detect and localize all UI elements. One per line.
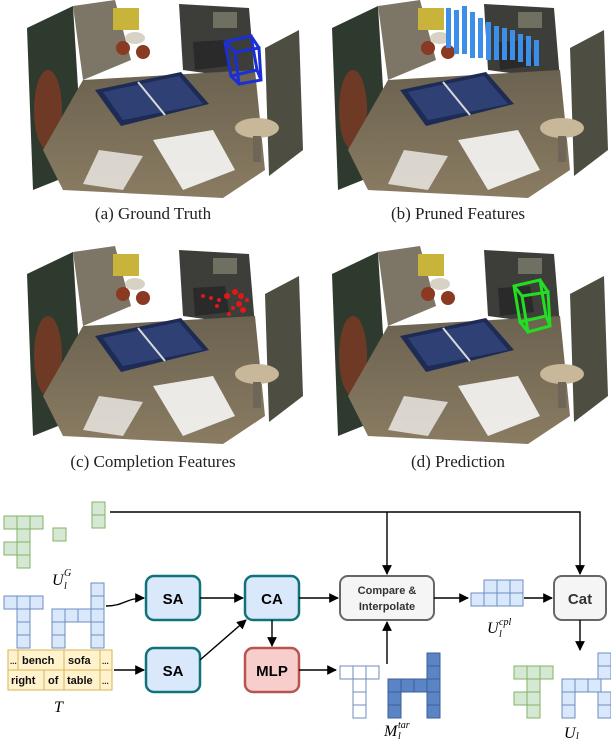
- ug-cells: [3, 501, 106, 569]
- completion-points: [201, 289, 249, 316]
- scene-image-b: [308, 0, 608, 198]
- label-ul: U: [564, 725, 577, 739]
- scene-image-d: [308, 246, 608, 444]
- svg-text:CA: CA: [261, 591, 283, 608]
- label-ug-sup: G: [64, 568, 71, 579]
- scene-image-c: [3, 246, 303, 444]
- block-sa-bottom: SA: [144, 646, 202, 694]
- label-mtar-sup: tar: [398, 720, 410, 731]
- svg-text:Cat: Cat: [568, 591, 592, 608]
- caption-b: (b) Pruned Features: [390, 204, 526, 223]
- pipeline-diagram: U l G V l ... bench sofa ... right of ta…: [3, 501, 611, 739]
- text-cell-r2c3: table: [67, 675, 93, 687]
- panel-pruned-features: [308, 0, 608, 198]
- caption-a: (a) Ground Truth: [94, 204, 212, 223]
- panel-prediction: [308, 246, 608, 444]
- svg-text:Interpolate: Interpolate: [359, 601, 415, 613]
- block-ca: CA: [243, 574, 301, 622]
- svg-text:SA: SA: [163, 591, 184, 608]
- label-ug-sub: l: [64, 581, 67, 592]
- label-mtar-sub: l: [398, 731, 401, 739]
- label-ucpl: U: [487, 620, 500, 637]
- scene-image-a: [3, 0, 303, 198]
- text-cell-r2c2: of: [48, 675, 59, 687]
- text-cell-r1c3: sofa: [68, 655, 92, 667]
- caption-d: (d) Prediction: [411, 452, 505, 471]
- text-cell-r2c1: right: [11, 675, 36, 687]
- arrows: [105, 511, 585, 675]
- block-sa-top: SA: [144, 574, 202, 622]
- label-t: T: [54, 699, 64, 716]
- panel-completion-features: [3, 246, 303, 444]
- block-compare-interpolate: Compare & Interpolate: [339, 575, 435, 621]
- panel-ground-truth: [3, 0, 303, 198]
- text-cells: [7, 649, 113, 691]
- text-cell-r1c4: ...: [102, 657, 109, 666]
- label-ul-sub: l: [576, 731, 579, 739]
- pruned-points: [446, 6, 539, 66]
- text-cell-r1c1: ...: [10, 657, 17, 666]
- ucpl-cells: [470, 579, 524, 607]
- svg-text:SA: SA: [163, 663, 184, 680]
- bbox-blue: [223, 34, 263, 86]
- block-mlp: MLP: [243, 646, 301, 694]
- label-ucpl-sup: cpl: [499, 617, 511, 628]
- caption-c: (c) Completion Features: [70, 452, 236, 471]
- svg-text:MLP: MLP: [256, 663, 288, 680]
- mtar-cells-dark: [387, 652, 441, 719]
- label-ucpl-sub: l: [499, 629, 502, 640]
- svg-text:Compare &: Compare &: [358, 585, 417, 597]
- text-cell-r1c2: bench: [22, 655, 55, 667]
- text-cell-r2c4: ...: [102, 677, 109, 686]
- label-ug: U: [52, 572, 65, 589]
- block-cat: Cat: [553, 575, 607, 621]
- vl-cells: [3, 582, 105, 649]
- ul-cells-green: [513, 665, 554, 719]
- mtar-cells-light: [339, 665, 380, 719]
- bbox-green: [512, 278, 552, 334]
- ul-cells-blue: [561, 652, 611, 719]
- label-mtar: M: [383, 723, 399, 739]
